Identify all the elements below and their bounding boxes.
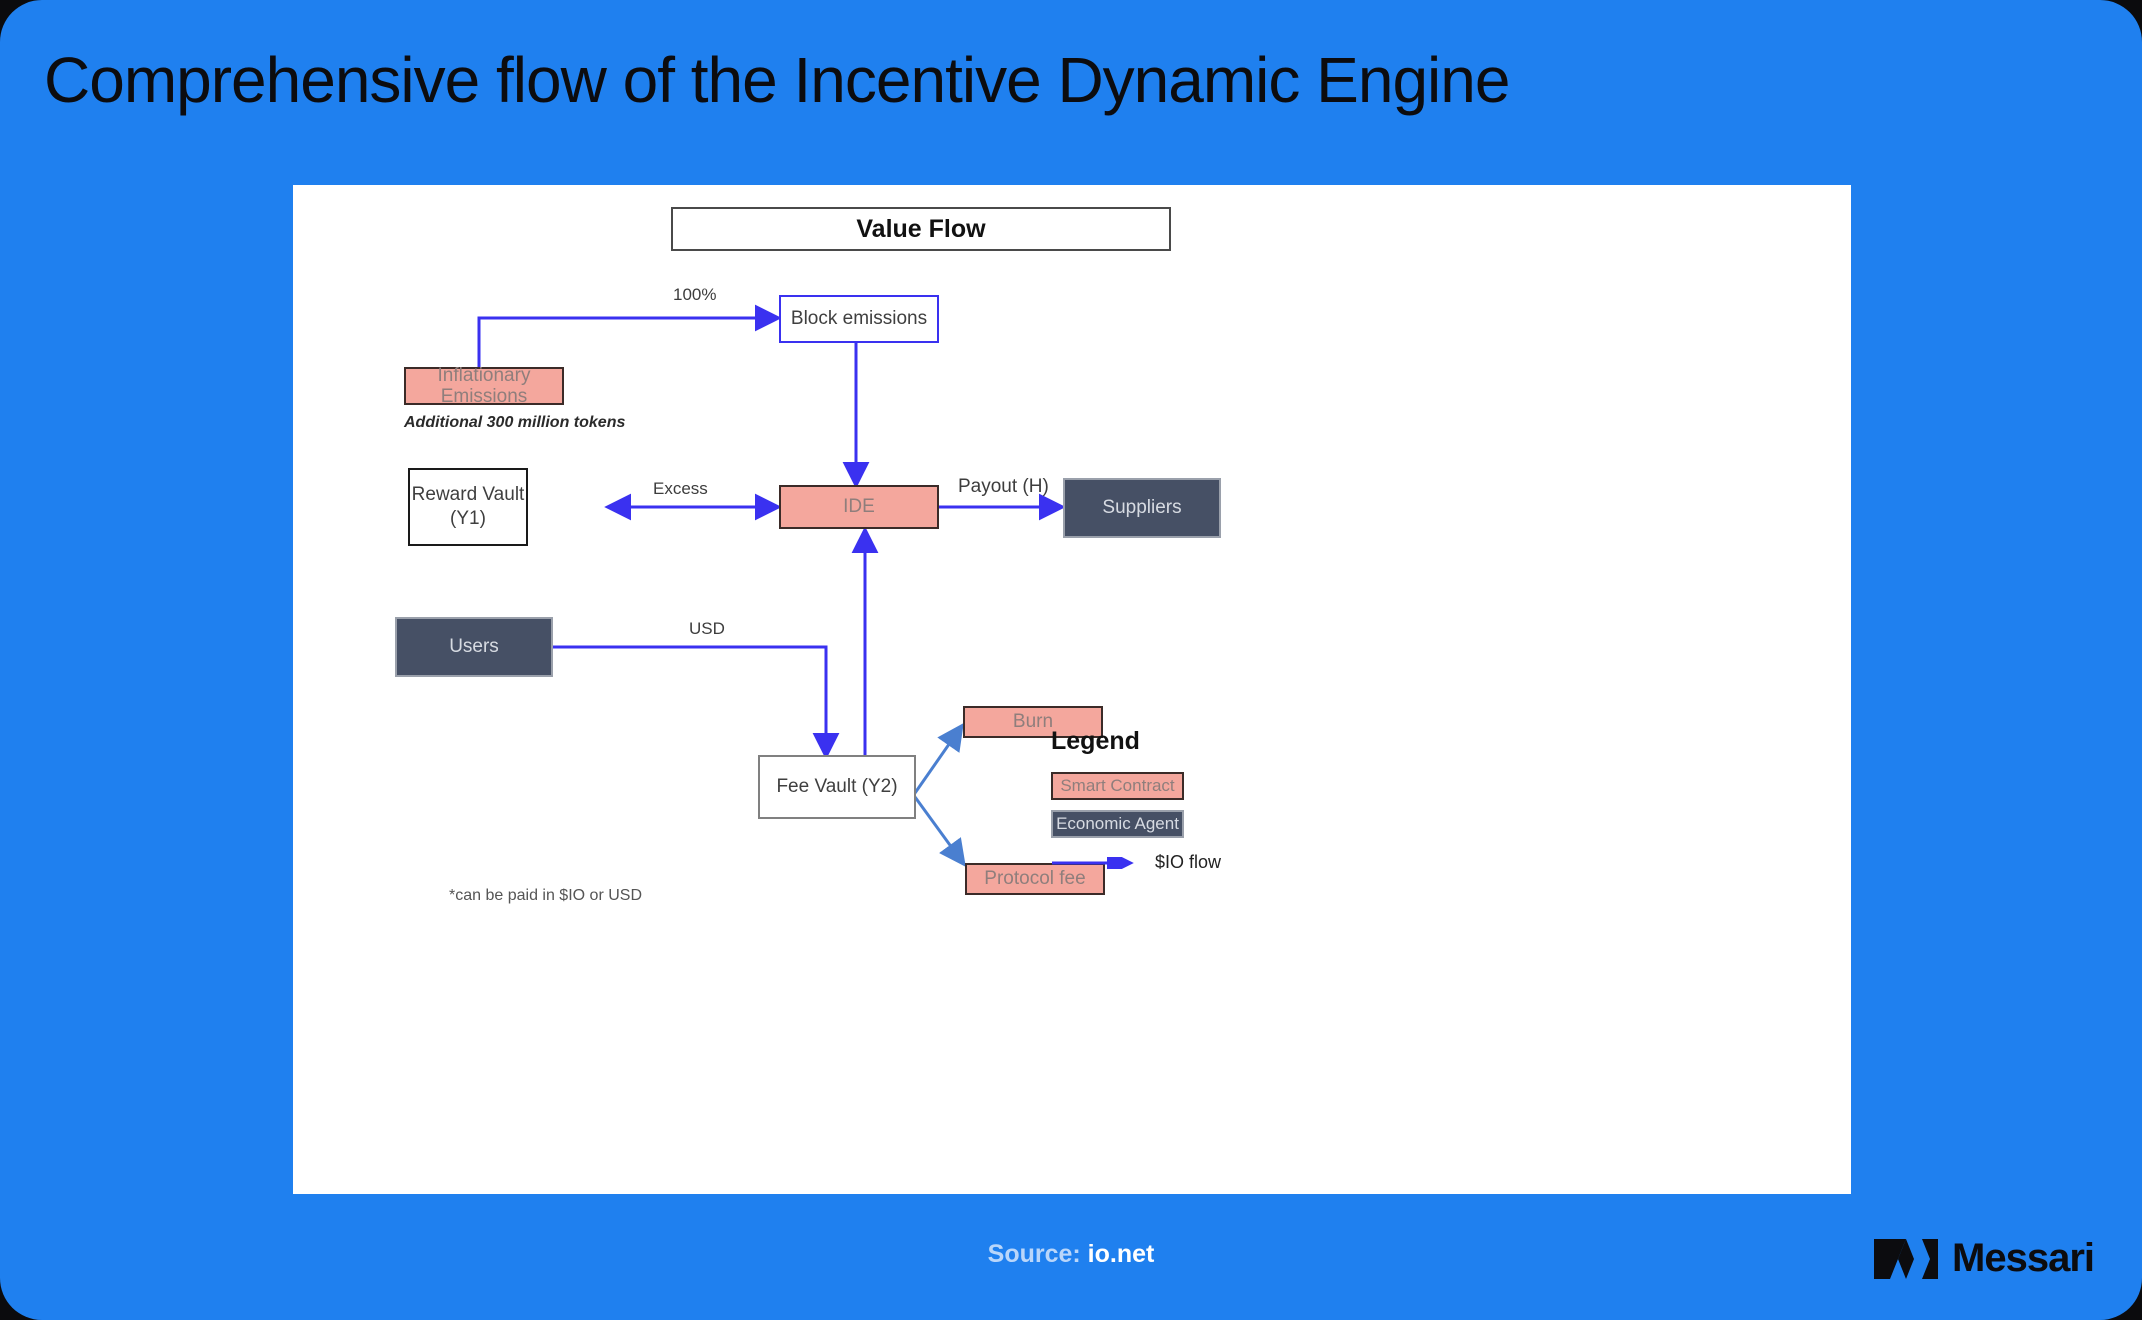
legend: Legend Smart Contract Economic Agent bbox=[1051, 727, 1311, 873]
edge-fee-vault-to-protocol-fee bbox=[913, 796, 966, 867]
node-reward-vault[interactable]: Reward Vault (Y1) bbox=[408, 468, 528, 546]
legend-item-io-flow-label: $IO flow bbox=[1155, 852, 1222, 872]
legend-item-economic-agent: Economic Agent bbox=[1051, 810, 1184, 838]
node-block-emissions-label: Block emissions bbox=[790, 308, 928, 329]
node-ide[interactable]: IDE bbox=[779, 485, 939, 529]
edge-users-to-fee-vault bbox=[553, 645, 840, 760]
legend-item-economic-agent-label: Economic Agent bbox=[1056, 814, 1179, 833]
messari-logo: Messari bbox=[1874, 1236, 2095, 1281]
node-suppliers-label: Suppliers bbox=[1102, 497, 1182, 518]
node-inflationary-emissions-label: Inflationary Emissions bbox=[437, 365, 531, 407]
node-reward-vault-label-line1: Reward Vault bbox=[411, 484, 525, 505]
node-burn-label: Burn bbox=[1012, 711, 1054, 732]
legend-title: Legend bbox=[1051, 727, 1140, 755]
node-protocol-fee[interactable]: Protocol fee bbox=[965, 863, 1105, 895]
inflationary-emissions-caption: Additional 300 million tokens bbox=[404, 414, 626, 431]
node-burn[interactable]: Burn bbox=[963, 706, 1103, 738]
io-flow-arrow-icon bbox=[1052, 856, 1134, 869]
legend-item-smart-contract-label: Smart Contract bbox=[1060, 776, 1175, 795]
page-title: Comprehensive flow of the Incentive Dyna… bbox=[44, 44, 1510, 116]
edge-label-hundred-percent: 100% bbox=[673, 285, 717, 304]
diagram-footnote: *can be paid in $IO or USD bbox=[449, 887, 642, 904]
node-fee-vault[interactable]: Fee Vault (Y2) bbox=[758, 755, 916, 819]
diagram-header-label: Value Flow bbox=[856, 214, 986, 243]
messari-logo-mark-icon bbox=[1874, 1238, 1939, 1279]
source-prefix: Source: bbox=[987, 1240, 1088, 1268]
node-suppliers[interactable]: Suppliers bbox=[1063, 478, 1221, 538]
node-ide-label: IDE bbox=[843, 496, 875, 517]
diagram-card: Value Flow bbox=[293, 185, 1851, 1194]
node-users[interactable]: Users bbox=[395, 617, 553, 677]
source-line: Source: io.net bbox=[0, 1240, 2142, 1269]
source-name: io.net bbox=[1087, 1240, 1155, 1268]
diagram-header-box: Value Flow bbox=[671, 207, 1171, 251]
legend-item-io-flow: $IO flow bbox=[1051, 852, 1311, 873]
edge-fee-vault-to-burn bbox=[913, 723, 964, 794]
edge-label-usd: USD bbox=[689, 619, 725, 638]
node-fee-vault-label: Fee Vault (Y2) bbox=[776, 776, 898, 797]
value-flow-diagram: Value Flow bbox=[293, 185, 1851, 1194]
connector-layer bbox=[477, 304, 1066, 867]
node-block-emissions[interactable]: Block emissions bbox=[779, 295, 939, 343]
edge-emissions-to-block bbox=[477, 304, 782, 367]
edge-label-payout: Payout (H) bbox=[958, 476, 1049, 497]
edge-label-excess: Excess bbox=[653, 479, 708, 498]
node-users-label: Users bbox=[449, 636, 499, 657]
legend-item-smart-contract: Smart Contract bbox=[1051, 772, 1184, 800]
node-inflationary-emissions[interactable]: Inflationary Emissions bbox=[404, 365, 564, 407]
node-protocol-fee-label: Protocol fee bbox=[984, 868, 1086, 889]
messari-wordmark: Messari bbox=[1952, 1236, 2095, 1280]
node-reward-vault-label-line2: (Y1) bbox=[450, 508, 486, 529]
